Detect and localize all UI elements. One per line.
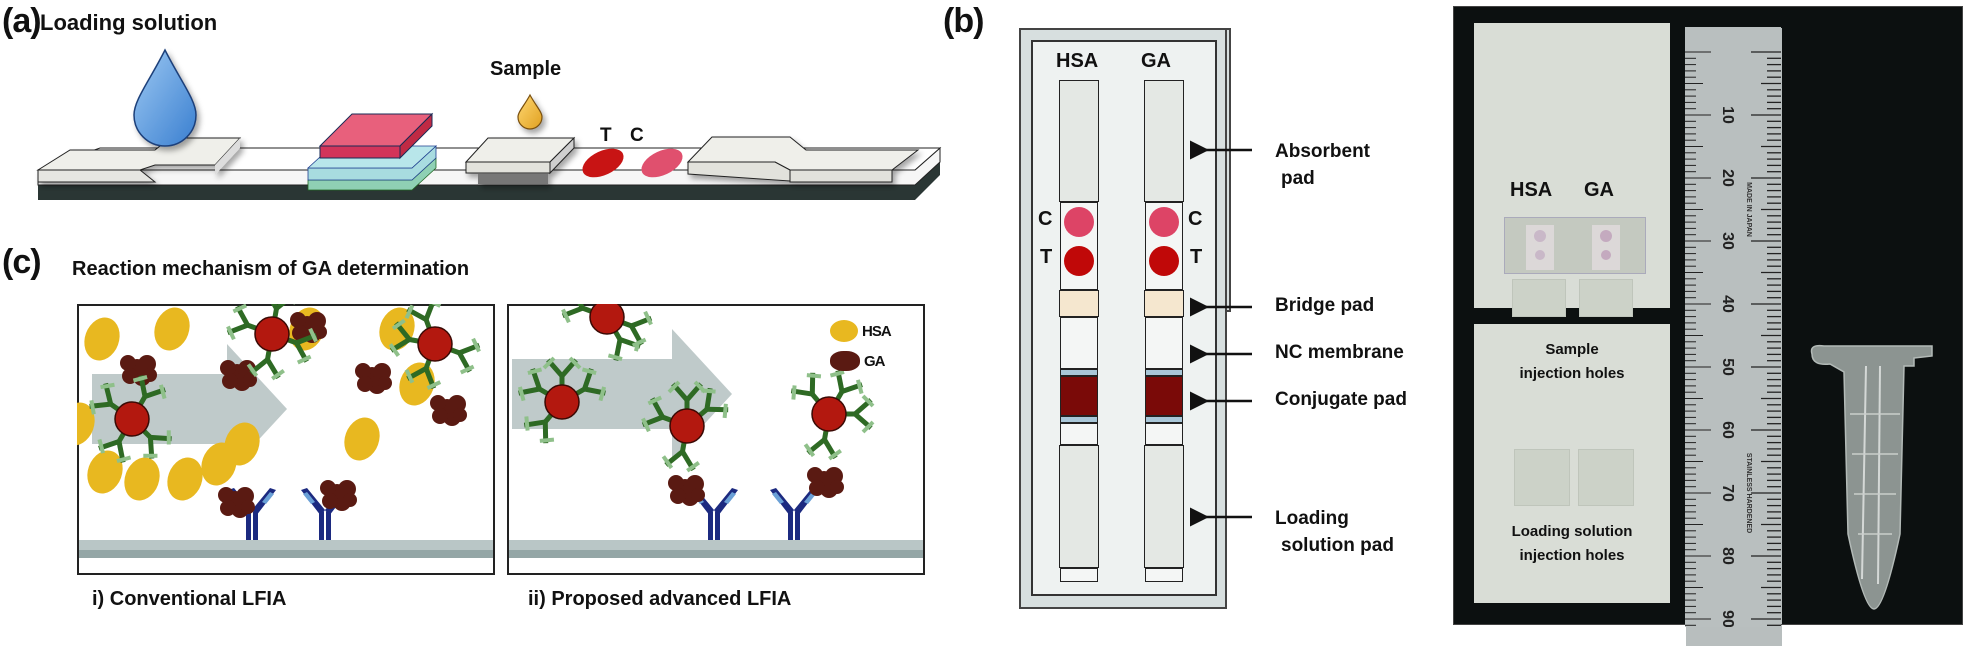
loading-holes-line1: Loading solution — [1474, 520, 1670, 544]
ga-molecule — [355, 363, 392, 394]
absorbent-pad — [688, 137, 918, 182]
schematic-label-hsa: HSA — [1056, 50, 1098, 73]
ruler-label: 50 — [1719, 358, 1736, 376]
ruler-label: 10 — [1719, 106, 1736, 124]
t-label-left: T — [1040, 246, 1052, 269]
legend-item-ga: GA — [830, 348, 910, 374]
sample-holes-label: Sample injection holes — [1474, 338, 1670, 386]
hsa-swatch-icon — [830, 320, 858, 342]
callout-nc-membrane: NC membrane — [1275, 342, 1404, 364]
hsa-loading-solution-pad — [1059, 445, 1099, 568]
callout-arrows — [1190, 0, 1270, 639]
ga-molecule — [120, 355, 157, 386]
ruler-label: 90 — [1719, 610, 1736, 627]
microcentrifuge-tube-icon — [1804, 344, 1954, 614]
legend: HSA GA — [830, 318, 910, 374]
legend-label-ga: GA — [864, 353, 885, 370]
panel-c-letter: (c) — [2, 243, 41, 282]
loading-injection-hole-hsa — [1514, 449, 1570, 506]
callout-absorbent-pad: Absorbent pad — [1275, 138, 1370, 192]
lateral-flow-strip-diagram: T — [0, 0, 950, 230]
hsa-test-dot — [1064, 246, 1094, 276]
ruler-label: 40 — [1719, 295, 1736, 313]
hsa-control-dot — [1064, 207, 1094, 237]
t-label: T — [600, 125, 612, 147]
photo-dot-t-ga — [1601, 250, 1611, 260]
ga-strip-end — [1145, 568, 1183, 582]
callout-loading-line1: Loading — [1275, 505, 1394, 532]
photo-window-hsa — [1526, 225, 1554, 270]
ga-molecule — [668, 475, 705, 506]
callout-loading-pad: Loading solution pad — [1275, 505, 1394, 559]
photo-label-hsa: HSA — [1510, 179, 1552, 202]
sample-injection-hole-hsa — [1512, 279, 1566, 317]
hsa-conjugate-pad-top-band — [1060, 369, 1098, 376]
panel-c-title: Reaction mechanism of GA determination — [72, 258, 469, 281]
sample-holes-line1: Sample — [1474, 338, 1670, 362]
ga-gap — [1145, 423, 1183, 445]
hsa-strip-end — [1060, 568, 1098, 582]
membrane-shadow — [509, 550, 923, 558]
callout-bridge-pad: Bridge pad — [1275, 295, 1374, 317]
photo-dot-c-hsa — [1534, 230, 1546, 242]
callout-absorbent-line2: pad — [1275, 165, 1370, 192]
ga-conjugate-pad-top-band — [1145, 369, 1183, 376]
ga-bridge-pad — [1144, 290, 1184, 317]
ga-nc-membrane — [1145, 317, 1183, 369]
panel-b-letter: (b) — [943, 2, 983, 41]
callout-absorbent-line1: Absorbent — [1275, 138, 1370, 165]
photo-dot-c-ga — [1600, 230, 1612, 242]
ga-conjugate-pad — [1145, 376, 1183, 416]
c-label: C — [630, 125, 644, 147]
hsa-absorbent-pad — [1059, 80, 1099, 202]
ruler-text-made-in-japan: MADE IN JAPAN — [1745, 182, 1752, 237]
ga-molecule — [220, 360, 257, 391]
ga-molecule — [430, 395, 467, 426]
conjugate-pad-stack — [308, 114, 436, 190]
ga-molecule — [218, 487, 255, 518]
photo-dot-t-hsa — [1535, 250, 1545, 260]
membrane-shadow — [79, 550, 493, 558]
hsa-nc-membrane — [1060, 317, 1098, 369]
ga-molecule — [807, 467, 844, 498]
ruler-label: 70 — [1719, 484, 1736, 502]
caption-advanced-lfia: ii) Proposed advanced LFIA — [528, 588, 791, 611]
photo-label-ga: GA — [1584, 179, 1614, 202]
photo-window-ga — [1592, 225, 1620, 270]
ga-molecule — [320, 480, 357, 511]
schematic-label-ga: GA — [1141, 50, 1171, 73]
caption-conventional-lfia: i) Conventional LFIA — [92, 588, 286, 611]
conventional-lfia-diagram — [77, 304, 495, 575]
ga-conjugate-pad-bottom-band — [1145, 416, 1183, 423]
callout-loading-line2: solution pad — [1275, 532, 1394, 559]
loading-injection-hole-ga — [1578, 449, 1634, 506]
membrane-surface — [79, 540, 493, 550]
ruler-label: 30 — [1719, 232, 1736, 250]
ruler-scale: 10 20 30 40 50 60 70 80 90 MADE IN JAPAN STAINLESS… — [1685, 27, 1781, 627]
ga-test-dot — [1149, 246, 1179, 276]
ruler-text-stainless: STAINLESS HARDENED — [1745, 453, 1752, 533]
ga-control-dot — [1149, 207, 1179, 237]
hsa-bridge-pad — [1059, 290, 1099, 317]
membrane-surface — [509, 540, 923, 550]
hsa-conjugate-pad — [1060, 376, 1098, 416]
legend-label-hsa: HSA — [862, 323, 891, 340]
legend-item-hsa: HSA — [830, 318, 910, 344]
ga-absorbent-pad — [1144, 80, 1184, 202]
ruler-label: 60 — [1719, 421, 1736, 439]
ruler-label: 80 — [1719, 547, 1736, 565]
sample-drop-icon — [518, 95, 542, 129]
sample-injection-hole-ga — [1579, 279, 1633, 317]
ga-loading-solution-pad — [1144, 445, 1184, 568]
loading-solution-drop-icon — [134, 50, 196, 146]
ruler-label: 20 — [1719, 169, 1736, 187]
callout-conjugate-pad: Conjugate pad — [1275, 389, 1407, 411]
loading-holes-label: Loading solution injection holes — [1474, 520, 1670, 568]
ga-swatch-icon — [830, 351, 860, 371]
loading-holes-line2: injection holes — [1474, 544, 1670, 568]
c-label-left: C — [1038, 208, 1052, 231]
hsa-conjugate-pad-bottom-band — [1060, 416, 1098, 423]
hsa-gap — [1060, 423, 1098, 445]
sample-holes-line2: injection holes — [1474, 362, 1670, 386]
